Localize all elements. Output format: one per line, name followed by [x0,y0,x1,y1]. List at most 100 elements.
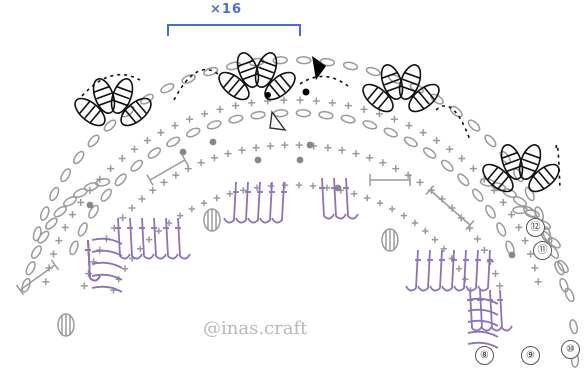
single-crochet-stitch [531,264,538,271]
chain-stitch [160,82,176,95]
single-crochet-stitch [535,278,542,285]
post-stitch [468,332,498,337]
shell-petal-bar [533,176,543,188]
single-crochet-stitch [376,110,383,117]
chain-stitch [77,222,89,238]
post-stitch [236,182,248,223]
single-crochet-stitch [313,98,320,105]
single-crochet-stitch [85,270,92,277]
single-crochet-stitch [412,220,418,226]
bobble-stitch-lines [208,209,216,231]
single-crochet-stitch [186,116,193,123]
shell-petal-bar [117,87,132,92]
single-crochet-stitch [345,102,352,109]
shell-petal-bar [384,79,399,84]
single-crochet-stitch [172,172,179,179]
single-crochet-stitch [119,155,126,162]
chain-stitch [383,126,399,138]
single-crochet-stitch [232,102,239,109]
round-number-11: ⑪ [533,241,552,260]
post-stitch [334,178,346,219]
post-stitch [166,218,178,259]
single-crochet-stitch [201,200,207,206]
treble-post [150,160,185,180]
shell-petal-bar [522,159,537,164]
chain-stitch [203,66,218,77]
single-crochet-stitch [422,228,428,234]
chain-stitch [467,118,482,133]
shell-petal-bar [405,73,420,78]
chain-stitch [362,119,377,130]
shell-petal-bar [90,110,100,122]
single-crochet-stitch [189,206,195,212]
chain-stitch [206,119,221,130]
post-stitch [468,299,498,304]
single-crochet-stitch [131,146,138,153]
shell-petal-bar [258,67,273,72]
chain-stitch [99,188,113,203]
shell-petal-bar [402,79,417,84]
shell-petal-bar [114,93,129,98]
single-crochet-stitch [324,144,331,151]
start-marker-icon [312,56,326,80]
round-number-12: ⑫ [526,218,545,237]
chain-stitch [343,61,358,71]
chain-stitch [483,133,497,148]
single-crochet-stitch [296,142,303,149]
shell-petal-bar [539,172,549,184]
chain-stitch [296,110,310,117]
shell-petal-bar [493,172,503,184]
slip-stitch-dot [210,139,217,146]
post-stitch [154,218,166,259]
shell-petal-bar [419,92,429,104]
single-crochet-stitch [42,278,49,285]
post-stitch [178,218,190,259]
single-crochet-stitch [248,99,255,106]
chain-stitch [86,133,100,148]
post-stitch [224,182,236,223]
round-number-8: ⑧ [475,346,494,365]
single-crochet-stitch [107,165,114,172]
post-stitch [500,290,512,331]
chain-stitch [318,111,333,120]
bobble-stitch-lines [62,314,70,336]
single-crochet-stitch [160,179,167,186]
single-crochet-stitch [420,129,427,136]
single-crochet-stitch [122,265,128,271]
single-crochet-stitch [282,182,288,188]
shell-petal-bar [367,87,377,99]
single-crochet-stitch [470,165,477,172]
chain-stitch [366,66,381,77]
chain-stitch [228,114,243,124]
single-crochet-stitch [211,154,218,161]
chain-stitch [274,110,288,117]
shell-petal-bar [234,84,244,96]
post-stitch [454,250,466,291]
single-crochet-stitch [351,191,357,197]
single-crochet-stitch [433,137,440,144]
single-crochet-stitch [171,122,178,129]
post-stitch [430,250,442,291]
chain-stitch [84,181,99,192]
chain-stitch [484,204,497,219]
post-stitch [418,250,430,291]
chain-stitch [129,158,144,172]
slip-stitch-dot [180,149,187,156]
single-crochet-stitch [366,154,373,161]
single-crochet-stitch [458,155,465,162]
shell-petal-bar [504,159,519,164]
single-crochet-stitch [201,110,208,117]
round-number-9: ⑨ [521,346,540,365]
post-stitch [478,250,490,291]
single-crochet-stitch [280,97,287,104]
chain-stitch [422,146,437,160]
single-crochet-stitch [157,129,164,136]
single-crochet-stitch [474,235,481,242]
post-stitch [92,251,122,256]
single-crochet-stitch [361,106,368,113]
treble-post [20,265,55,290]
post-stitch [346,178,358,219]
chain-stitch [456,172,470,187]
end-marker-icon [270,112,285,130]
